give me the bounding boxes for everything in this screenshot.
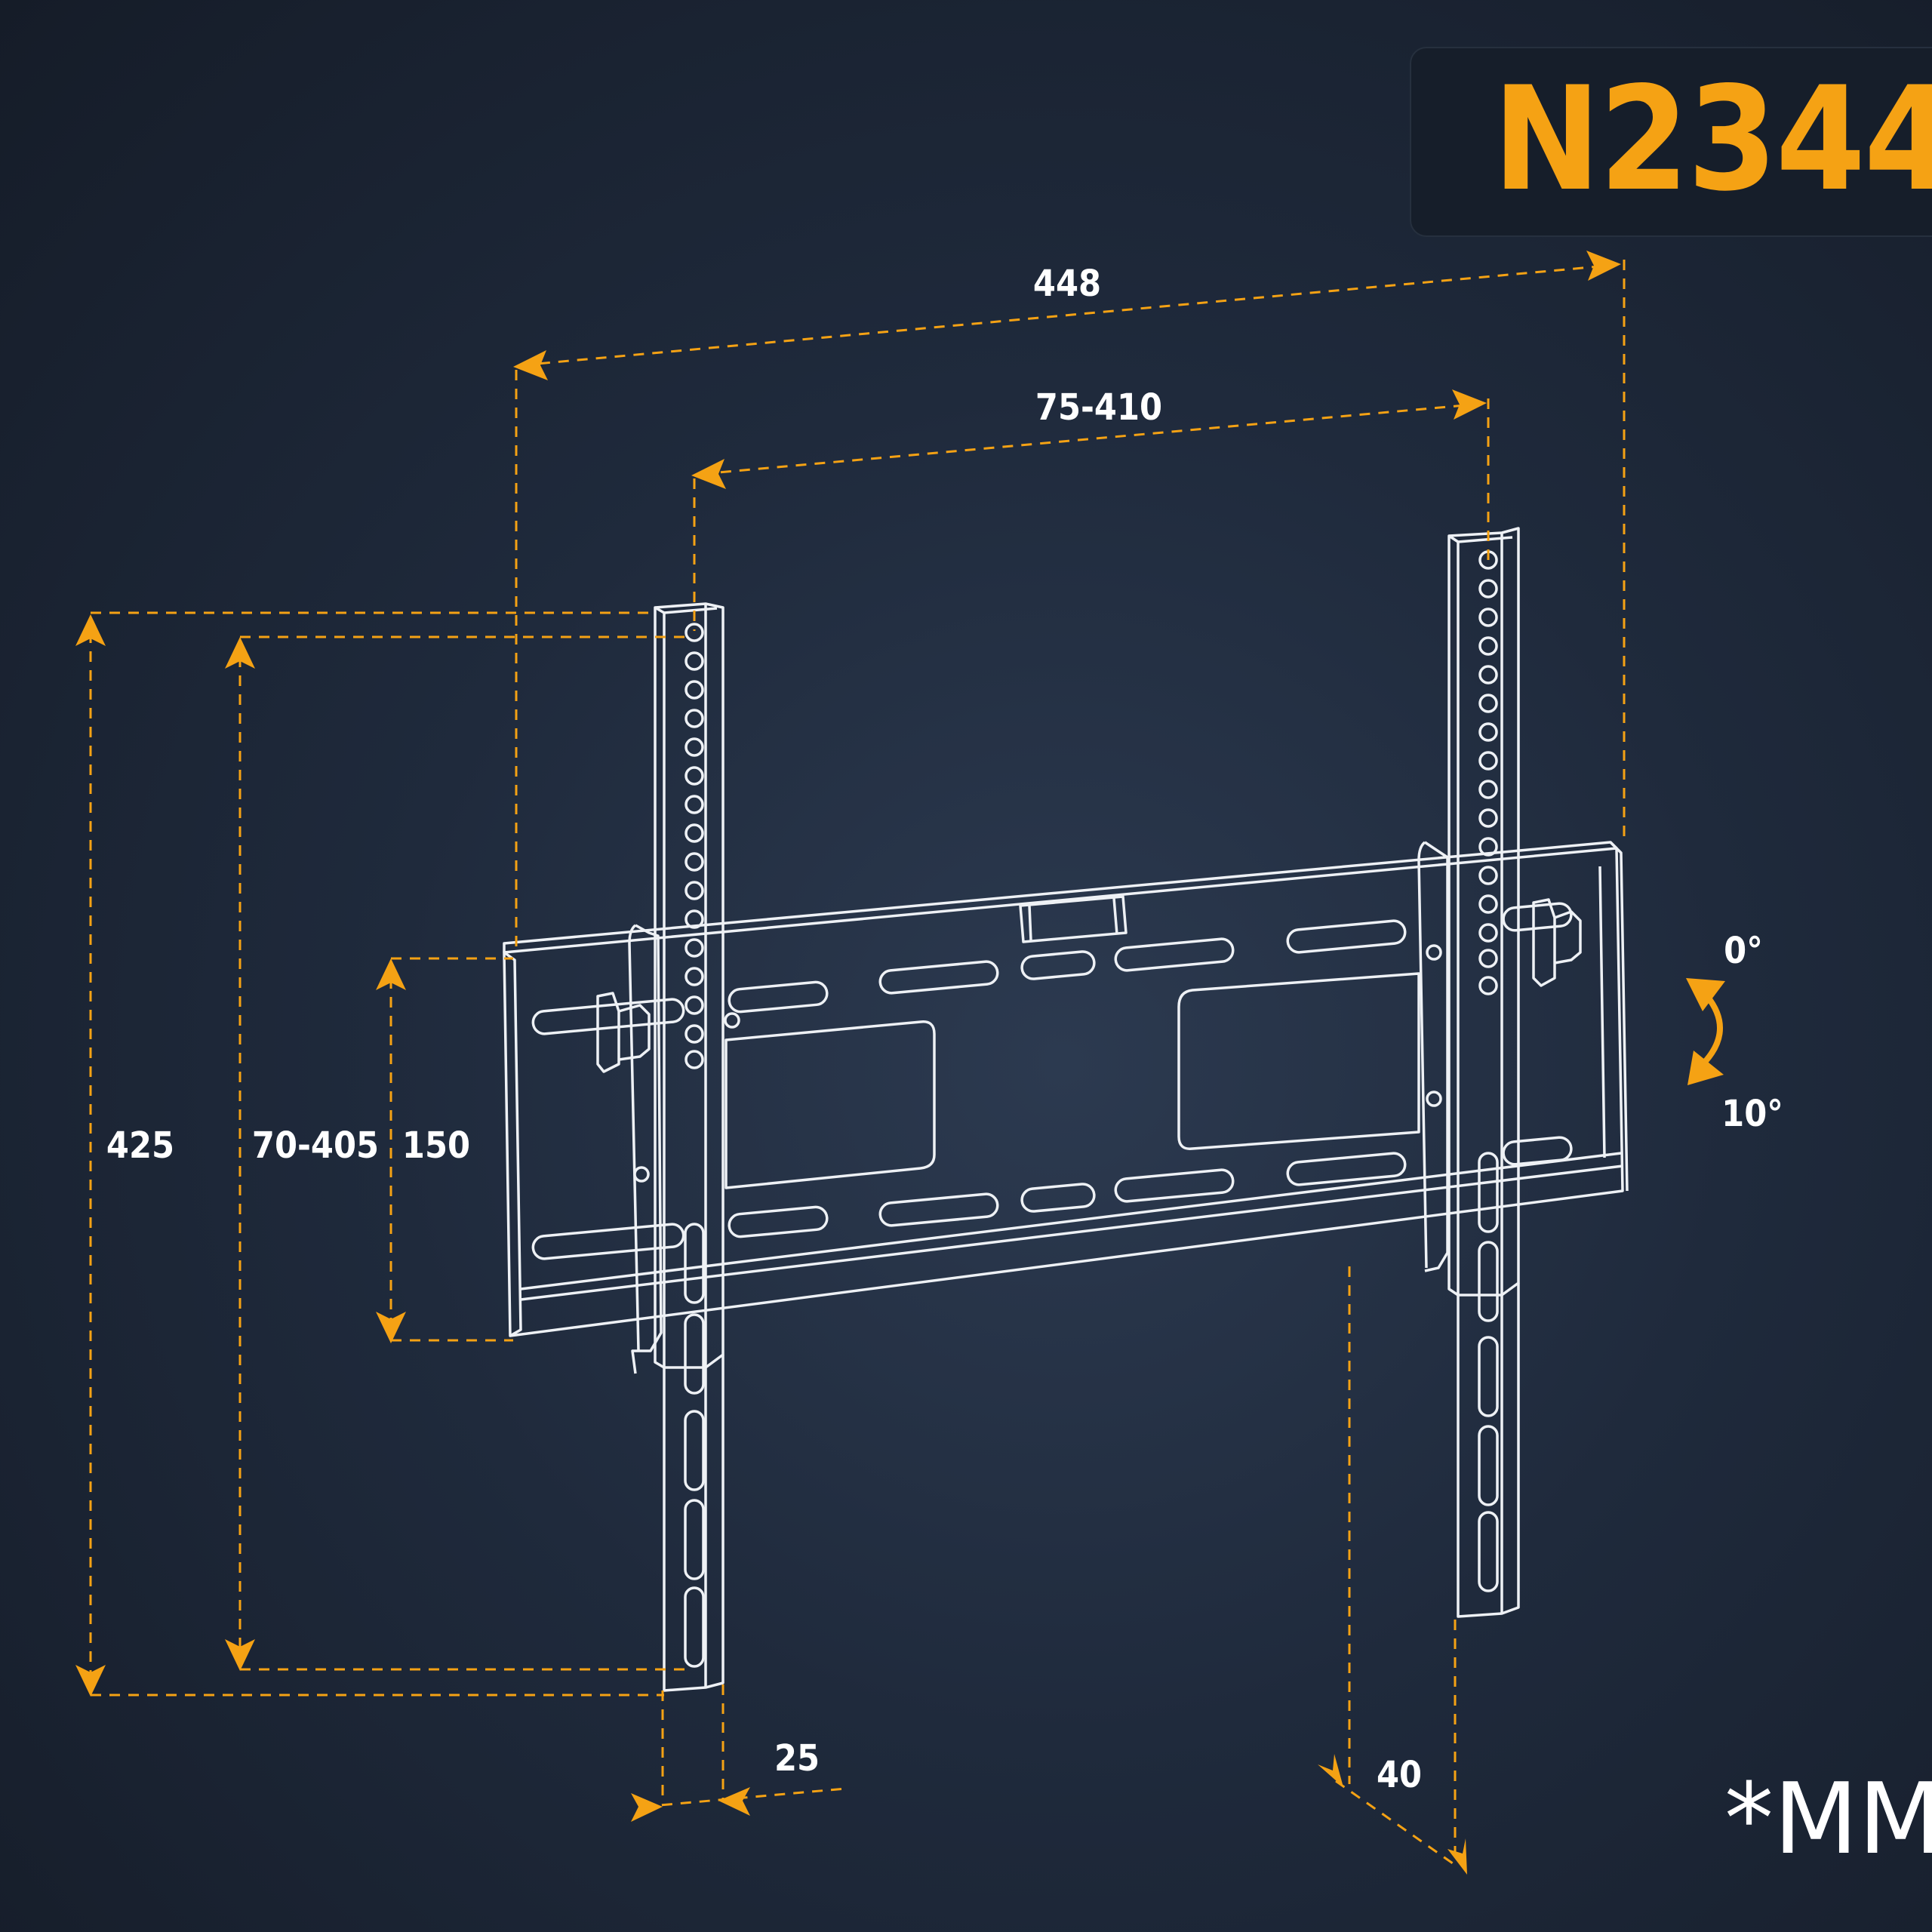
label-vesa-width: 75-410	[1035, 386, 1162, 429]
label-overall-width: 448	[1033, 263, 1101, 305]
plate-window-left	[724, 1020, 936, 1189]
right-strap-slots	[1478, 1152, 1499, 1592]
label-depth-max: 40	[1377, 1754, 1422, 1796]
right-bracket	[1417, 527, 1582, 1618]
label-depth-min: 25	[774, 1737, 820, 1780]
plate-slots-bottom	[531, 1136, 1573, 1260]
label-plate-height: 150	[402, 1124, 470, 1167]
right-tilt-knob	[1426, 898, 1582, 1107]
spirit-level	[1019, 895, 1128, 943]
label-tilt-max: 10°	[1721, 1093, 1783, 1135]
left-bracket	[596, 602, 740, 1692]
dim-line-overall-width	[520, 264, 1608, 367]
right-strap-holes	[1478, 550, 1498, 995]
label-overall-height: 425	[106, 1124, 174, 1167]
left-strap-slots	[684, 1223, 705, 1668]
dim-line-depth-max	[1335, 1780, 1459, 1869]
tilt-arrow	[1686, 978, 1725, 1085]
label-tilt-min: 0°	[1724, 930, 1763, 972]
dim-line-vesa-width	[701, 403, 1474, 475]
unit-note: *MM	[1724, 1761, 1932, 1876]
left-strap-holes	[685, 623, 704, 1069]
model-badge	[1410, 47, 1932, 237]
plate-window-right	[1177, 972, 1420, 1150]
left-tilt-knob	[596, 992, 740, 1183]
label-vesa-height: 70-405	[252, 1124, 379, 1167]
model-number: N2344	[1493, 56, 1932, 223]
plate-slots-top	[531, 902, 1573, 1035]
dimension-labels: 448 75-410 425 70-405 150 25 40 0° 10°	[106, 263, 1783, 1796]
dimension-lines	[75, 251, 1725, 1875]
